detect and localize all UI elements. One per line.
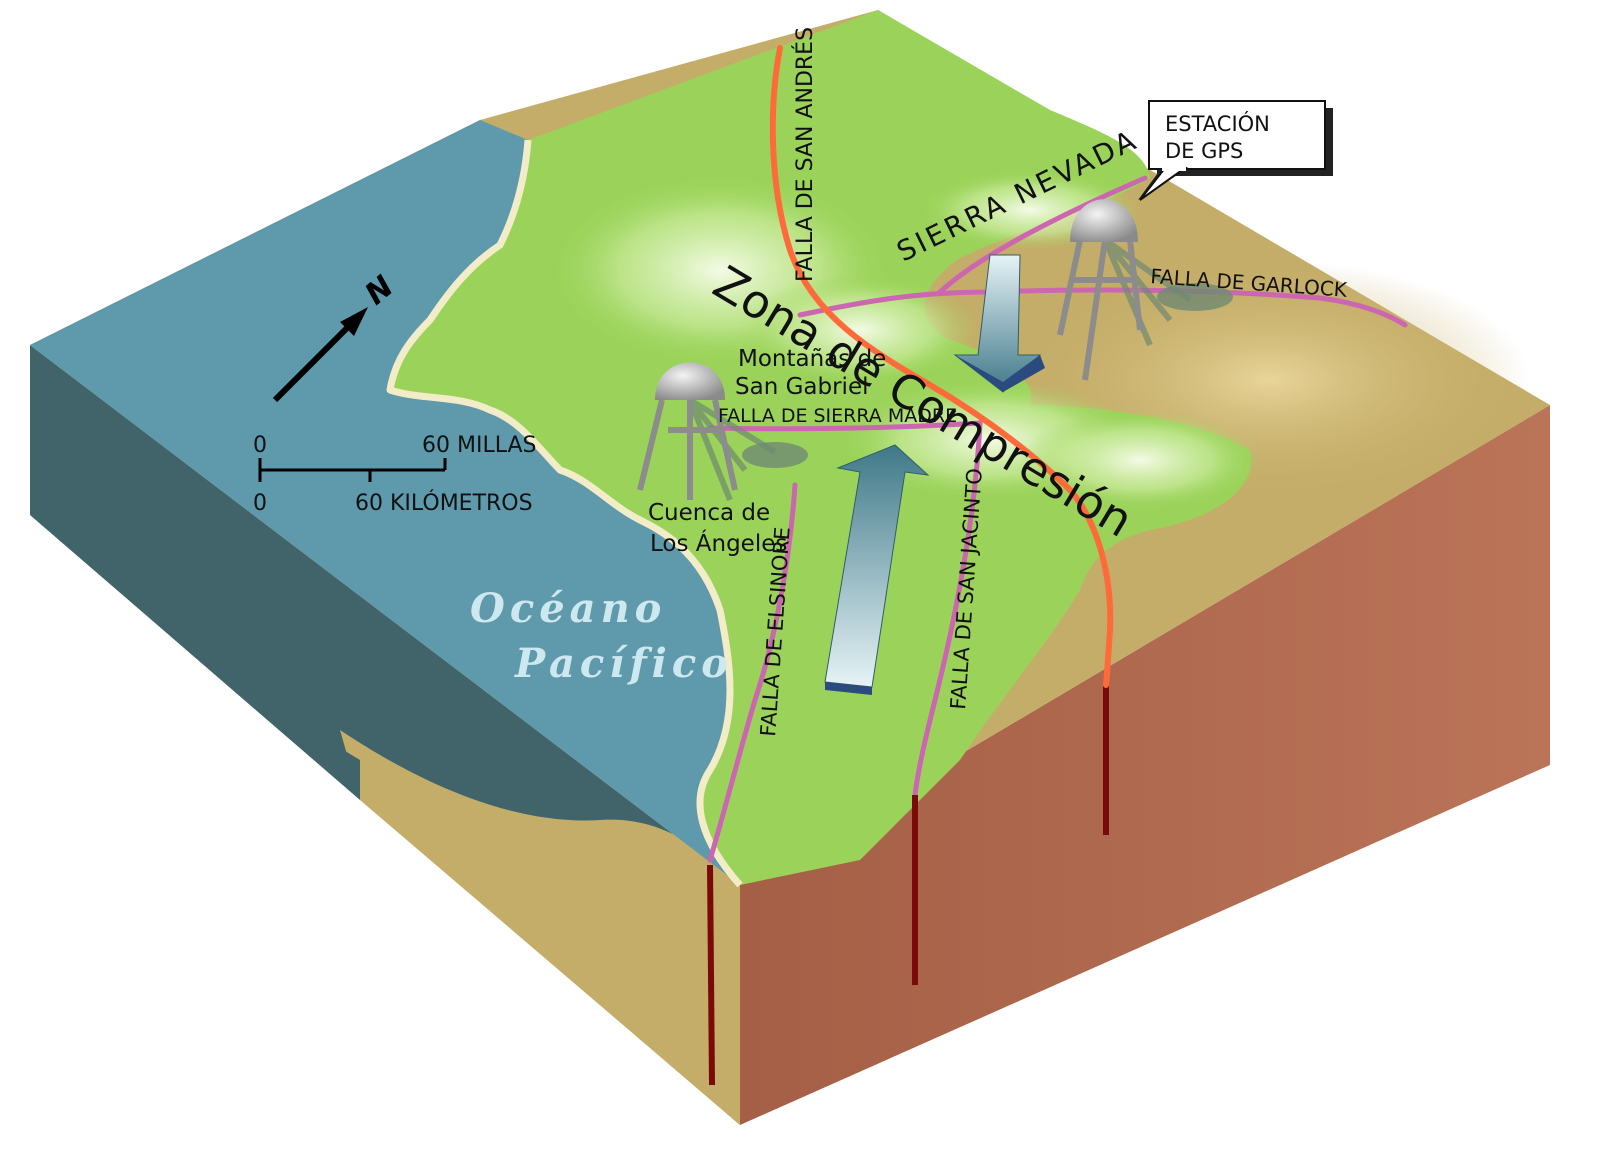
compression-arrow-down: [953, 254, 1045, 393]
coastline: [386, 139, 743, 888]
sediment-front-face: [340, 730, 740, 1125]
sierra-madre-fault-line: [707, 420, 983, 432]
mountain-relief: [550, 170, 1260, 510]
label-ocean-1: Océano: [470, 585, 666, 632]
garlock-fault-line: [797, 287, 1408, 328]
gps-dome-left: [655, 362, 725, 400]
elsinore-fault-line: [707, 482, 798, 863]
gps-callout: ESTACIÓN DE GPS: [1138, 100, 1333, 201]
scale-km-label: 60 KILÓMETROS: [355, 490, 533, 516]
label-sierra-madre-fault: FALLA DE SIERRA MADRE: [718, 405, 957, 427]
sediment-left-face: [30, 515, 360, 800]
compression-arrow-up: [824, 444, 930, 695]
gps-callout-line-1: ESTACIÓN: [1165, 111, 1270, 136]
gps-callout-line-2: DE GPS: [1165, 139, 1243, 163]
gps-station-right: [1057, 199, 1233, 381]
label-la-basin-1: Cuenca de: [648, 500, 770, 526]
block-sides: [30, 345, 1550, 1125]
label-la-basin-2: Los Ángeles: [650, 529, 787, 557]
san-andres-fault-line: [769, 45, 1114, 688]
gps-dome-right: [1070, 199, 1138, 242]
gps-station-left: [637, 362, 808, 502]
label-san-gabriel-2: San Gabriel: [735, 374, 869, 400]
secondary-faults: [707, 175, 1408, 863]
scale-miles-label: 60 MILLAS: [422, 433, 537, 458]
label-san-andres-fault: FALLA DE SAN ANDRÉS: [792, 27, 818, 282]
label-san-gabriel-1: Montañas de: [738, 346, 886, 372]
scale-km-zero: 0: [253, 491, 267, 516]
scale-miles-zero: 0: [253, 433, 267, 458]
label-ocean-2: Pacífico: [514, 640, 733, 687]
ocean-area: [30, 120, 740, 885]
north-arrow-icon: [272, 322, 353, 403]
front-side-face: [740, 405, 1550, 1125]
san-jacinto-fault-line: [912, 420, 983, 798]
fault-traces-front: [707, 685, 1109, 1086]
sierra-nevada-fault-line: [937, 175, 1148, 295]
scale-bar: 0 60 MILLAS 0 60 KILÓMETROS: [253, 433, 537, 516]
